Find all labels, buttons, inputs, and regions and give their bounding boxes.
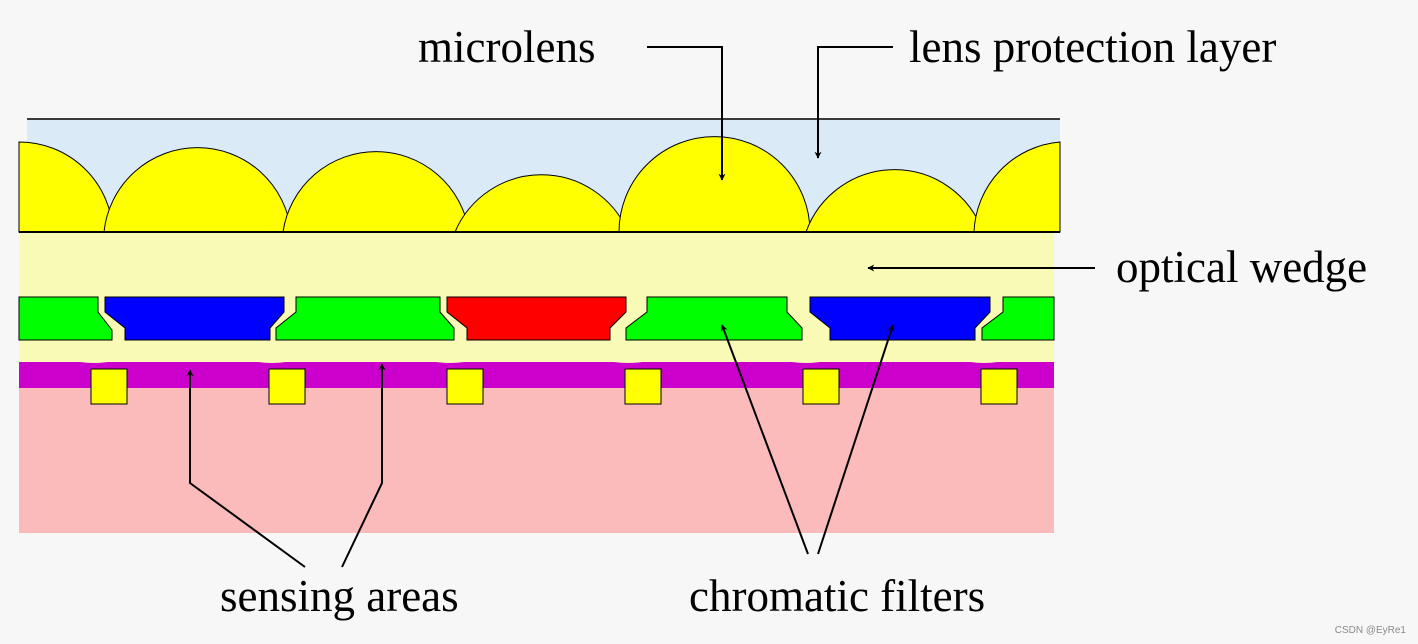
microlens-arrow bbox=[647, 46, 726, 181]
microlens-row bbox=[18, 136, 1061, 233]
microlens bbox=[805, 169, 984, 233]
sensing-areas-label: sensing areas bbox=[220, 571, 459, 621]
microlens bbox=[973, 141, 1061, 233]
sensing-pad bbox=[980, 368, 1018, 405]
substrate-layer bbox=[19, 388, 1054, 533]
sensing-pads bbox=[90, 368, 1018, 405]
leader-lines bbox=[186, 46, 1095, 568]
filter-green bbox=[981, 296, 1055, 341]
sensing-pad bbox=[446, 368, 484, 405]
metal-layer-group bbox=[19, 362, 1054, 388]
sensing-area-arrow-left bbox=[186, 369, 306, 568]
metal-layer bbox=[19, 362, 1054, 388]
chromatic-filters-label: chromatic filters bbox=[689, 571, 985, 621]
microlens bbox=[454, 174, 629, 233]
sensing-area-arrow-right bbox=[341, 363, 386, 568]
filter-green bbox=[275, 296, 455, 341]
lens-protection-layer-label: lens protection layer bbox=[909, 22, 1276, 72]
filter-blue bbox=[104, 296, 285, 341]
sensing-pad bbox=[802, 368, 840, 405]
microlens bbox=[103, 147, 292, 233]
sensing-pad bbox=[624, 368, 662, 405]
sensing-pad bbox=[268, 368, 306, 405]
filter-green bbox=[625, 296, 803, 341]
microlens-label: microlens bbox=[418, 22, 595, 72]
microlens bbox=[618, 136, 811, 233]
sensing-pad bbox=[90, 368, 128, 405]
watermark: CSDN @EyRe1 bbox=[1334, 625, 1406, 636]
filter-green bbox=[18, 296, 113, 341]
chromatic-filter-arrow-right bbox=[817, 324, 895, 555]
chromatic-filter-row bbox=[18, 296, 1055, 341]
optical-wedge-label: optical wedge bbox=[1116, 242, 1367, 292]
filter-blue bbox=[809, 296, 991, 341]
chromatic-filter-arrow-left bbox=[720, 324, 809, 555]
filter-red bbox=[446, 296, 627, 341]
microlens bbox=[282, 151, 470, 233]
protection-layer-arrow bbox=[814, 46, 893, 159]
